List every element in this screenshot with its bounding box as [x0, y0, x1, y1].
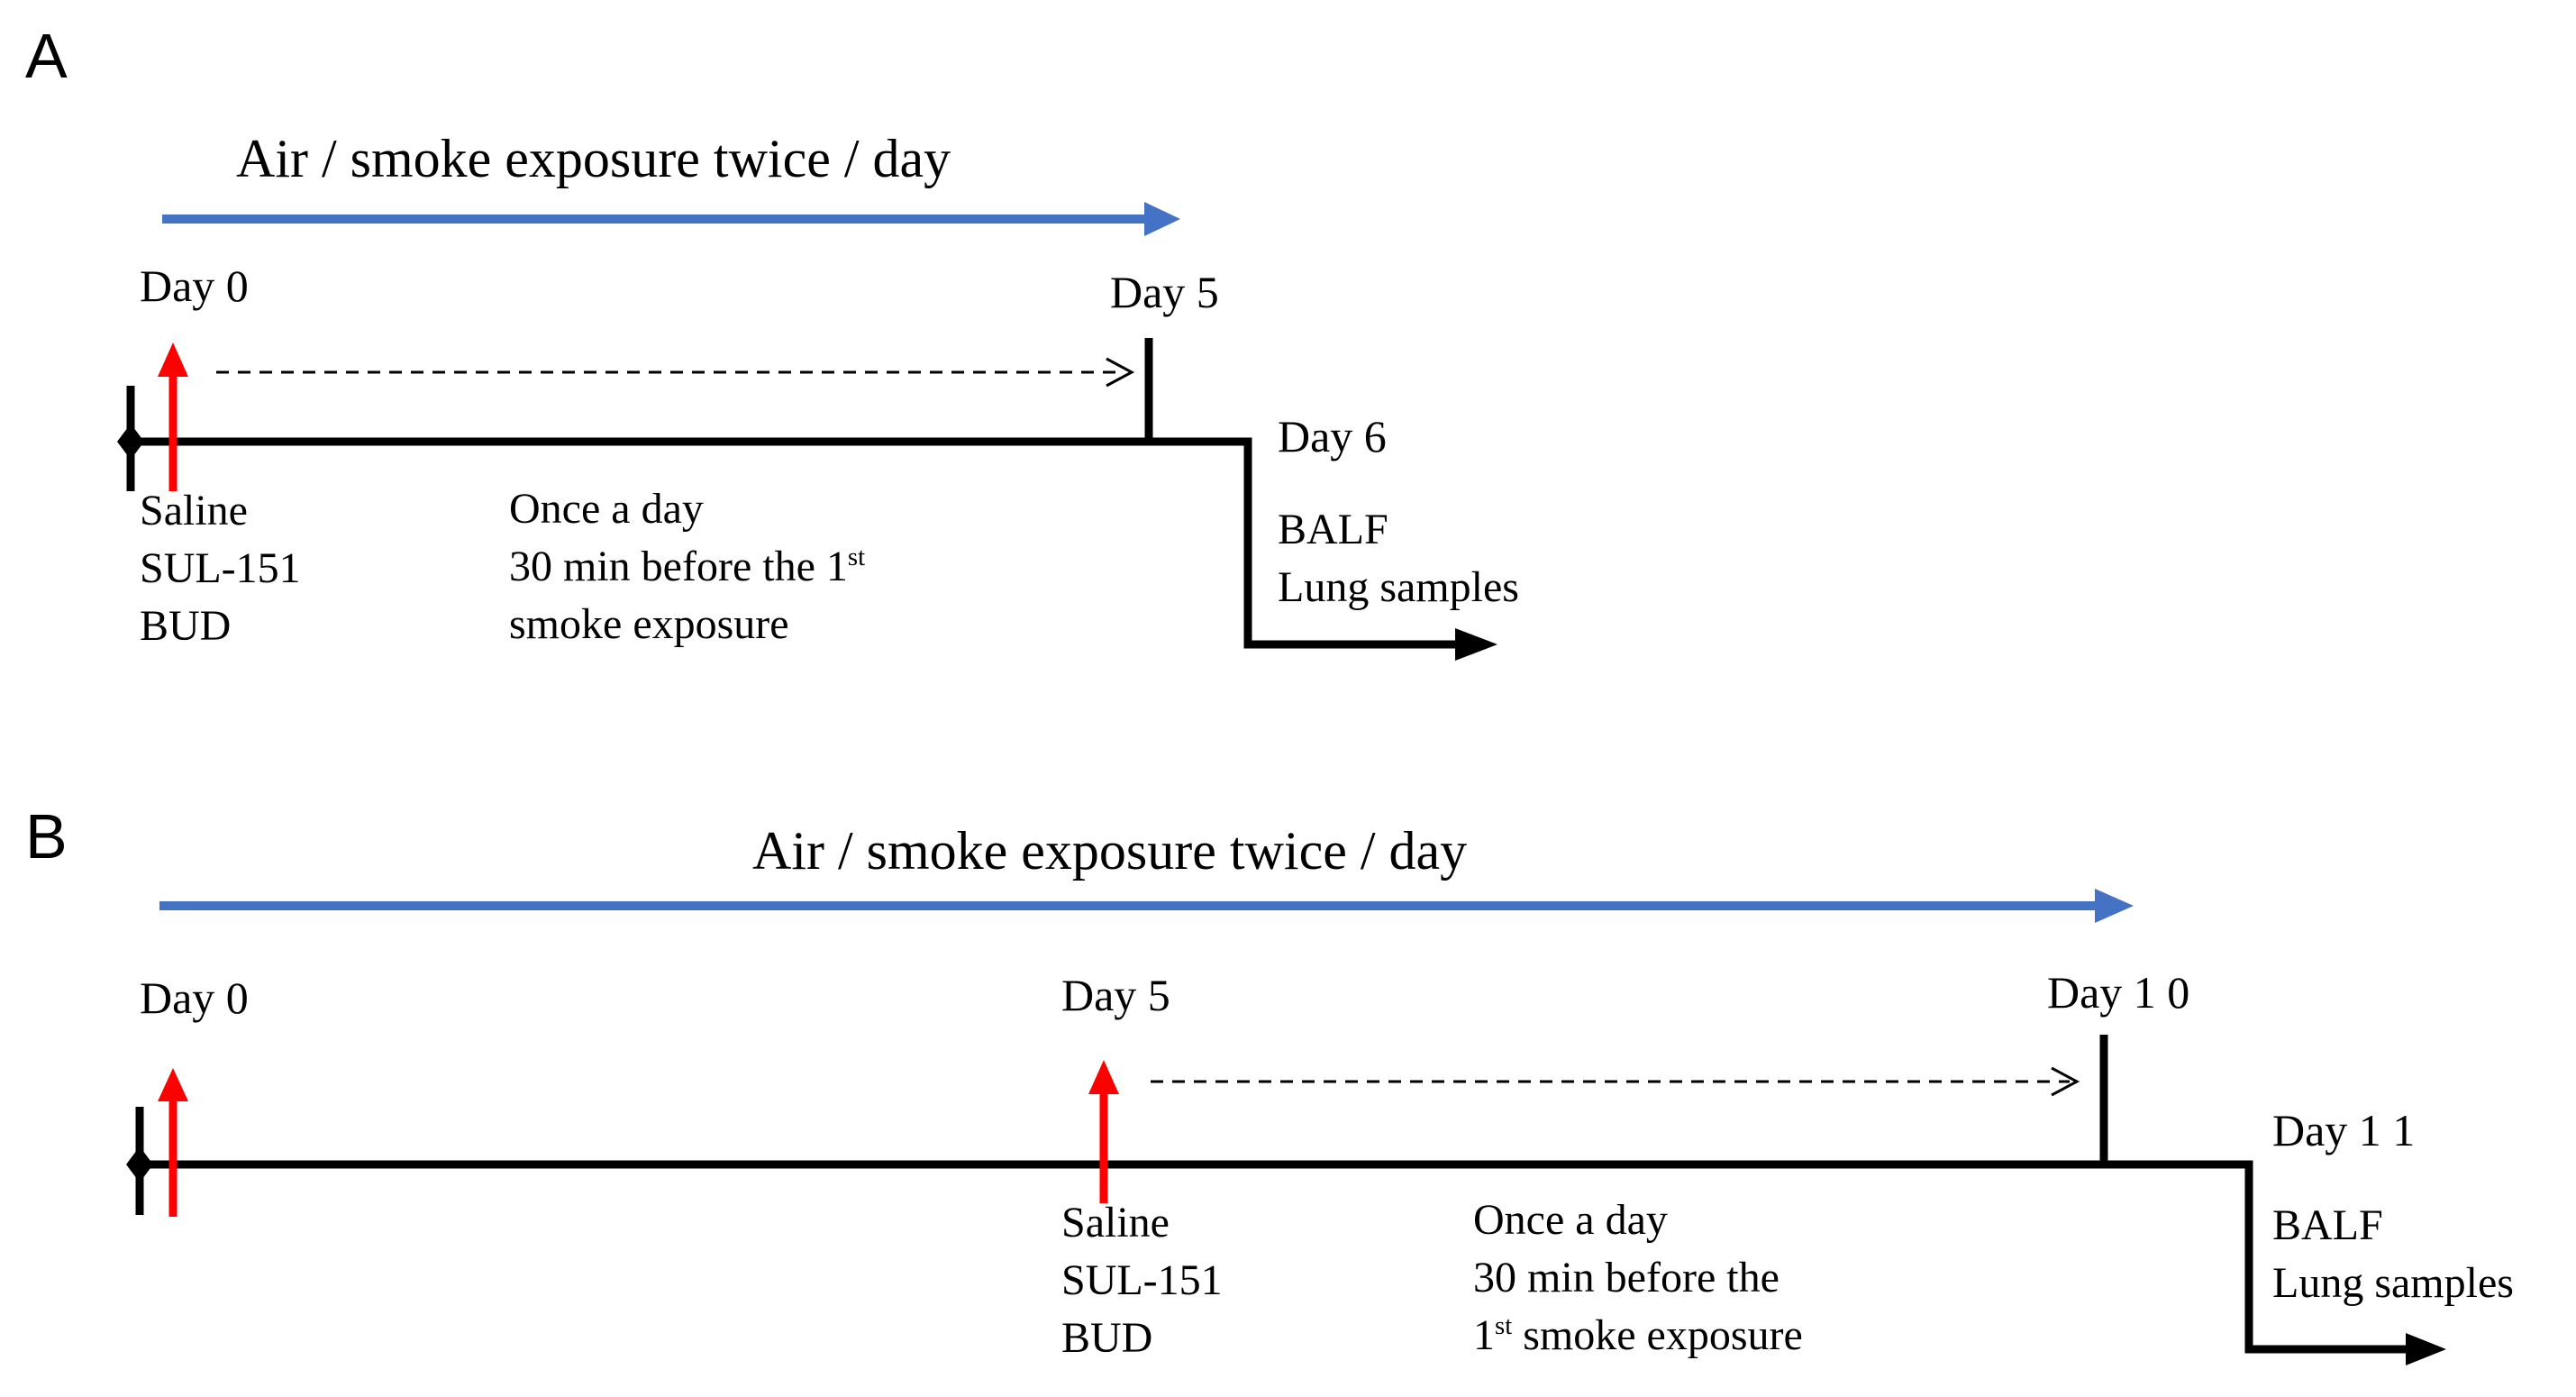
schedule-line: 30 min before the 1st — [509, 538, 865, 596]
schedule-line: Once a day — [1473, 1196, 1668, 1244]
panel-b-treatment-arrow-day5-head — [1088, 1060, 1119, 1094]
ordinal-suffix: st — [847, 543, 866, 571]
panel-a-start-diamond — [117, 424, 144, 460]
schedule-line: 1st smoke exposure — [1473, 1307, 1803, 1365]
panel-b-main-timeline — [135, 1160, 2410, 1354]
panel-a-diagram — [117, 202, 1497, 661]
schedule-line: 30 min before the — [1473, 1254, 1780, 1301]
outcome-item: Lung samples — [1278, 563, 1519, 611]
panel-b-letter: B — [25, 801, 68, 872]
panel-b-dashed-arrowhead — [2051, 1066, 2080, 1097]
panel-b-day-11: Day 1 1 — [2272, 1105, 2416, 1155]
panel-b-treatment-arrow-day0-head — [158, 1068, 188, 1101]
panel-b-diagram — [126, 889, 2446, 1365]
treatment-item: BUD — [140, 602, 232, 650]
panel-b-day-5: Day 5 — [1061, 970, 1170, 1020]
panel-b-start-diamond — [126, 1146, 153, 1182]
panel-a-schedule-note: Once a day 30 min before the 1st smoke e… — [509, 480, 865, 653]
panel-b-treatment-list: Saline SUL-151 BUD — [1061, 1194, 1223, 1367]
treatment-item: Saline — [1061, 1199, 1170, 1246]
outcome-item: BALF — [2272, 1201, 2383, 1249]
outcome-item: BALF — [1278, 506, 1388, 553]
panel-b-schedule-note: Once a day 30 min before the 1st smoke e… — [1473, 1192, 1803, 1365]
panel-b-timeline-arrowhead — [2406, 1333, 2446, 1365]
schedule-line: smoke exposure — [509, 600, 789, 648]
panel-a-treatment-arrowhead — [158, 342, 188, 377]
panel-b-outcomes: BALF Lung samples — [2272, 1197, 2514, 1312]
schedule-text: 30 min before the 1 — [509, 543, 848, 590]
panel-b-exposure-arrowhead — [2095, 889, 2134, 923]
panel-a-day-5: Day 5 — [1110, 267, 1219, 317]
outcome-item: Lung samples — [2272, 1259, 2514, 1307]
panel-b-exposure-title: Air / smoke exposure twice / day — [752, 821, 1468, 881]
panel-a-dashed-arrowhead — [1106, 357, 1135, 388]
schedule-text: 1 — [1473, 1311, 1495, 1359]
panel-b-day-10: Day 1 0 — [2047, 967, 2190, 1018]
panel-a-letter: A — [25, 21, 68, 91]
panel-a-exposure-title: Air / smoke exposure twice / day — [236, 129, 951, 188]
treatment-item: Saline — [140, 487, 248, 534]
schedule-text: smoke exposure — [1512, 1311, 1803, 1359]
panel-a-day-0: Day 0 — [140, 260, 249, 311]
panel-b-day-0: Day 0 — [140, 972, 249, 1023]
ordinal-suffix: st — [1495, 1311, 1513, 1340]
treatment-item: BUD — [1061, 1314, 1153, 1362]
panel-a-day-6: Day 6 — [1278, 411, 1387, 461]
treatment-item: SUL-151 — [1061, 1256, 1223, 1304]
panel-a-timeline-arrowhead — [1455, 628, 1497, 661]
panel-a-main-timeline — [129, 437, 1460, 649]
panel-a-outcomes: BALF Lung samples — [1278, 501, 1519, 616]
schedule-line: Once a day — [509, 485, 704, 533]
treatment-item: SUL-151 — [140, 544, 301, 592]
panel-a-exposure-arrowhead — [1144, 202, 1180, 236]
panel-a-treatment-list: Saline SUL-151 BUD — [140, 482, 301, 655]
